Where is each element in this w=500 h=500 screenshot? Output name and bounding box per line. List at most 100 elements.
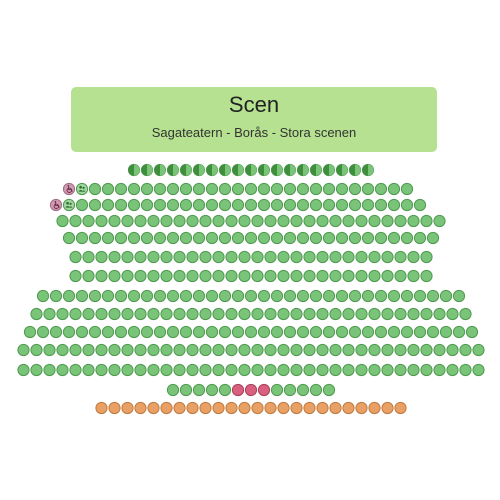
seat-available[interactable] (251, 269, 264, 283)
seat-available[interactable] (407, 250, 420, 264)
seat-available[interactable] (101, 289, 115, 303)
seat-available[interactable] (30, 307, 43, 321)
seat-available[interactable] (17, 363, 30, 377)
seat-available[interactable] (394, 343, 407, 357)
seat-available[interactable] (160, 269, 173, 283)
seat-available[interactable] (186, 307, 199, 321)
seat-available[interactable] (88, 325, 102, 339)
seat-available[interactable] (179, 182, 193, 196)
seat-available[interactable] (439, 325, 453, 339)
seat-available[interactable] (296, 198, 310, 212)
seat-available[interactable] (127, 231, 141, 245)
seat-available[interactable] (166, 231, 180, 245)
seat-available[interactable] (147, 269, 160, 283)
seat-available[interactable] (368, 250, 381, 264)
seat-available[interactable] (114, 231, 128, 245)
seat-restricted[interactable] (251, 401, 264, 415)
seat-available[interactable] (153, 289, 167, 303)
seat-available[interactable] (316, 269, 329, 283)
seat-available[interactable] (296, 231, 310, 245)
seat-available[interactable] (309, 383, 323, 397)
seat-available[interactable] (160, 214, 173, 228)
seat-available[interactable] (238, 363, 251, 377)
seat-available[interactable] (199, 250, 212, 264)
seat-available[interactable] (82, 269, 95, 283)
seat-available[interactable] (322, 325, 336, 339)
seat-available[interactable] (251, 214, 264, 228)
seat-available[interactable] (277, 307, 290, 321)
seat-available[interactable] (257, 325, 271, 339)
seat-available[interactable] (127, 325, 141, 339)
seat-available[interactable] (160, 343, 173, 357)
seat-available[interactable] (69, 250, 82, 264)
seat-available[interactable] (23, 325, 37, 339)
seat-available[interactable] (264, 269, 277, 283)
seat-available[interactable] (134, 250, 147, 264)
seat-restricted[interactable] (108, 401, 121, 415)
seat-available[interactable] (446, 363, 459, 377)
seat-available[interactable] (348, 182, 362, 196)
seat-available[interactable] (231, 182, 245, 196)
seat-available[interactable] (374, 182, 388, 196)
seat-available[interactable] (439, 289, 453, 303)
seat-available[interactable] (420, 269, 433, 283)
seat-available[interactable] (270, 182, 284, 196)
seat-partial-view[interactable] (166, 163, 180, 177)
seat-available[interactable] (381, 250, 394, 264)
seat-available[interactable] (75, 289, 89, 303)
seat-available[interactable] (309, 325, 323, 339)
seat-available[interactable] (88, 231, 102, 245)
seat-available[interactable] (374, 325, 388, 339)
seat-available[interactable] (82, 343, 95, 357)
seat-available[interactable] (212, 269, 225, 283)
seat-available[interactable] (238, 343, 251, 357)
seat-available[interactable] (199, 307, 212, 321)
seat-available[interactable] (387, 289, 401, 303)
seat-available[interactable] (387, 325, 401, 339)
seat-available[interactable] (381, 343, 394, 357)
seat-available[interactable] (238, 269, 251, 283)
seat-available[interactable] (56, 343, 69, 357)
seat-available[interactable] (56, 214, 69, 228)
seat-available[interactable] (199, 363, 212, 377)
seat-available[interactable] (374, 289, 388, 303)
seat-available[interactable] (108, 269, 121, 283)
seat-available[interactable] (69, 269, 82, 283)
seat-available[interactable] (192, 198, 206, 212)
seat-available[interactable] (407, 269, 420, 283)
seat-available[interactable] (56, 307, 69, 321)
seat-available[interactable] (179, 289, 193, 303)
seat-available[interactable] (348, 289, 362, 303)
seat-available[interactable] (179, 383, 193, 397)
seat-available[interactable] (316, 214, 329, 228)
seat-available[interactable] (173, 307, 186, 321)
seat-available[interactable] (192, 325, 206, 339)
seat-available[interactable] (95, 343, 108, 357)
seat-available[interactable] (95, 363, 108, 377)
seat-available[interactable] (108, 307, 121, 321)
seat-available[interactable] (127, 289, 141, 303)
seat-available[interactable] (134, 214, 147, 228)
seat-available[interactable] (361, 325, 375, 339)
seat-available[interactable] (296, 383, 310, 397)
seat-available[interactable] (121, 363, 134, 377)
seat-available[interactable] (166, 182, 180, 196)
seat-restricted[interactable] (95, 401, 108, 415)
seat-restricted[interactable] (394, 401, 407, 415)
seat-available[interactable] (400, 182, 414, 196)
seat-available[interactable] (199, 343, 212, 357)
seat-available[interactable] (173, 214, 186, 228)
seat-available[interactable] (290, 307, 303, 321)
seat-available[interactable] (296, 325, 310, 339)
seat-available[interactable] (309, 198, 323, 212)
seat-available[interactable] (433, 214, 446, 228)
seat-available[interactable] (114, 289, 128, 303)
seat-available[interactable] (368, 269, 381, 283)
seat-available[interactable] (309, 231, 323, 245)
seat-available[interactable] (108, 250, 121, 264)
seat-available[interactable] (264, 214, 277, 228)
seat-available[interactable] (205, 198, 219, 212)
seat-restricted[interactable] (329, 401, 342, 415)
seat-available[interactable] (309, 289, 323, 303)
seat-restricted[interactable] (277, 401, 290, 415)
